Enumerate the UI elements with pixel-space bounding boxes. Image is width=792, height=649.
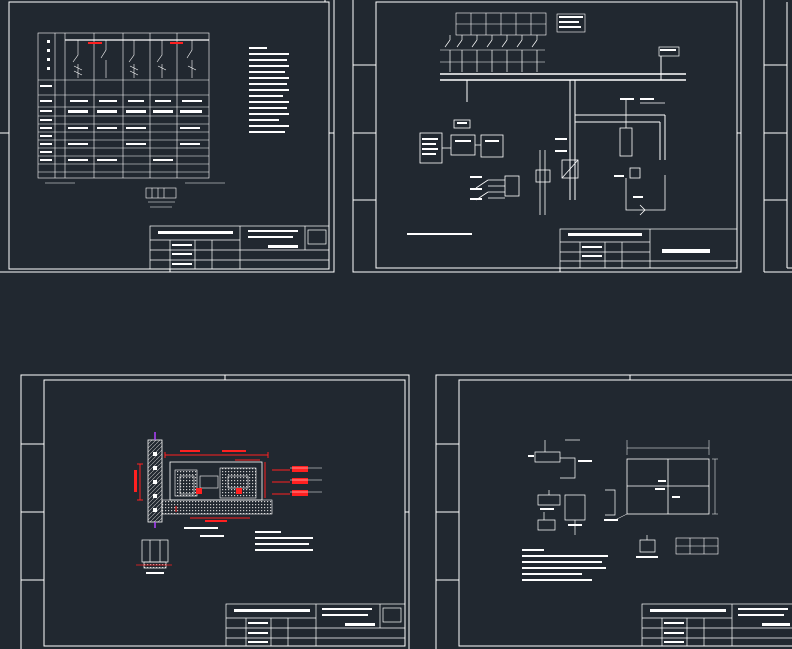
grounding-grid-plan: [614, 440, 718, 521]
dc-equipment-blocks: [419, 100, 666, 216]
sheet-1-outer-frame: [0, 0, 335, 273]
dc-main-bus: [440, 46, 686, 200]
sheet-2-inner-border: [375, 1, 738, 269]
dc-feeder-header: [455, 12, 586, 36]
sheet-3-notes: [255, 531, 313, 551]
sheet-4-material-table: [675, 537, 719, 555]
sheet-5[interactable]: [763, 0, 792, 273]
sheet-3-title-block: [225, 603, 406, 647]
sheet-1-legend: [145, 187, 177, 208]
sheet-4[interactable]: [435, 374, 792, 649]
foundation-details: [528, 439, 658, 558]
sheet-1[interactable]: [0, 0, 335, 273]
cable-trench-section: [134, 432, 322, 537]
sheet-2[interactable]: [352, 0, 742, 273]
dc-breakers: [440, 35, 545, 72]
cable-trench-detail-small: [136, 539, 172, 574]
sheet-3-outer-frame: [20, 374, 410, 649]
sheet-1-border-ticks: [0, 0, 334, 272]
sheet-4-title-block: [641, 603, 792, 647]
sheet-4-border-ticks: [436, 375, 631, 581]
sheet-2-outer-frame: [352, 0, 742, 273]
sheet-3[interactable]: [20, 374, 410, 649]
dc-labels: [407, 16, 676, 235]
sheet-2-border-ticks: [353, 64, 741, 272]
sheet-4-notes: [522, 549, 608, 581]
sheet-2-title-block: [559, 228, 738, 269]
sheet-4-outer-frame: [435, 374, 792, 649]
sheet-1-notes: [249, 47, 289, 133]
sheet-1-inner-border: [8, 1, 330, 270]
sheet-1-title-block: [149, 225, 330, 270]
switchgear-table: [37, 32, 225, 184]
sheet-3-border-ticks: [21, 375, 409, 581]
sheet-4-inner-border: [458, 379, 792, 647]
